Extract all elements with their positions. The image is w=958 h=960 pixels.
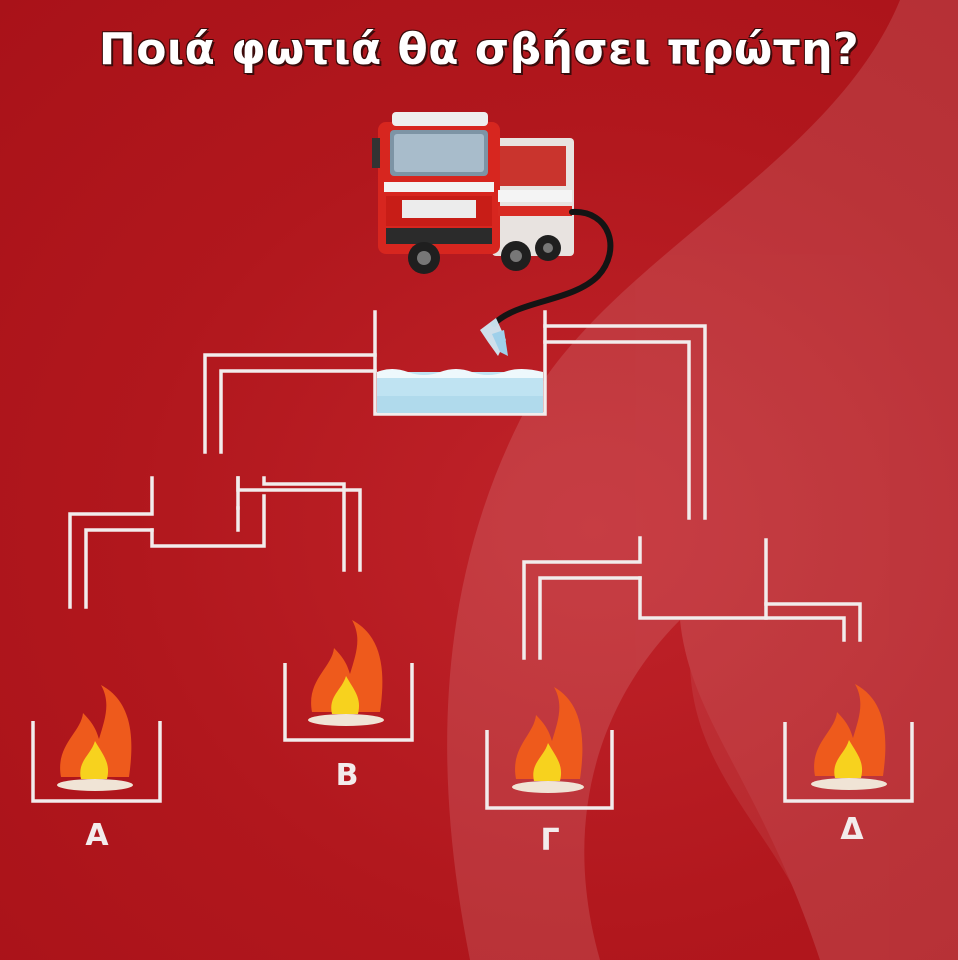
flame-icon: [308, 620, 384, 726]
fire-bowl-g: [485, 730, 614, 810]
fire-bowl-b: [283, 663, 414, 742]
fire-truck-icon: [372, 112, 574, 274]
fire-label-d: Δ: [840, 812, 864, 847]
flame-icon: [512, 687, 584, 793]
page-title: Ποιά φωτιά θα σβήσει πρώτη?: [98, 23, 860, 76]
fire-bowl-d: [783, 722, 914, 803]
flame-icon: [57, 685, 133, 791]
fire-bowl-a: [31, 721, 162, 803]
fire-label-g: Γ: [540, 823, 560, 858]
fire-label-b: B: [335, 758, 359, 793]
water-tank-icon: [377, 369, 543, 413]
water-spray-icon: [480, 318, 508, 356]
fire-label-a: A: [85, 818, 109, 853]
flame-icon: [811, 684, 887, 790]
hose: [491, 208, 614, 327]
pipe-network: [68, 310, 862, 660]
